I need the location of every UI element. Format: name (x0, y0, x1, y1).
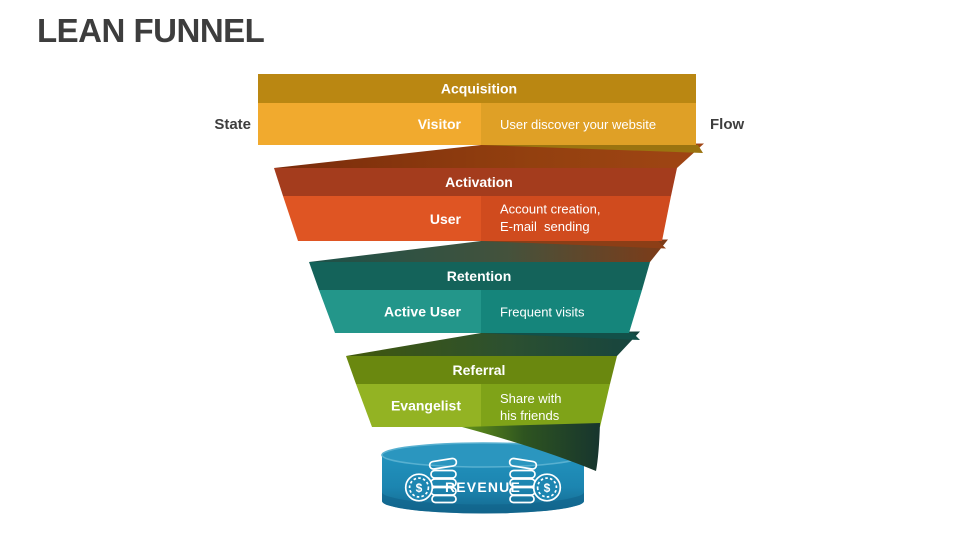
slide-title: LEAN FUNNEL (37, 12, 265, 49)
transition-wedge-1-underside (481, 145, 703, 153)
funnel-stage-retention: Retention Active User Frequent visits (309, 262, 650, 333)
stage-flow-text-line1: Share with (500, 391, 561, 406)
funnel-stage-referral: Referral Evangelist Share with his frien… (346, 356, 617, 427)
stage-flow-text-line2: his friends (500, 408, 560, 423)
flow-axis-label: Flow (710, 116, 744, 133)
stage-flow-text: Frequent visits (500, 305, 585, 320)
stage-state-cell (283, 196, 481, 241)
stage-header-band (258, 74, 696, 103)
funnel-stage-activation: Activation User Account creation, E-mail… (274, 168, 677, 241)
stage-flow-text-line1: Account creation, (500, 202, 600, 217)
funnel-stage-acquisition: Acquisition Visitor User discover your w… (258, 74, 696, 145)
dollar-sign-right: $ (544, 481, 551, 495)
coins-icon-left (404, 457, 458, 504)
stage-state-cell (319, 290, 481, 333)
state-axis-label: State (214, 116, 251, 133)
stage-state-label: Evangelist (391, 398, 461, 414)
stage-header-label: Referral (453, 362, 506, 378)
transition-wedge-3-underside (481, 333, 640, 340)
transition-wedge-2-underside (481, 241, 666, 249)
stage-state-label: User (430, 211, 462, 227)
stage-flow-cell (481, 384, 610, 427)
stage-header-band (309, 262, 650, 290)
stage-flow-cell (481, 290, 642, 333)
stage-header-band (346, 356, 617, 384)
stage-header-label: Activation (445, 174, 513, 190)
stage-state-label: Visitor (418, 116, 462, 132)
revenue-label: REVENUE (445, 479, 521, 495)
transition-wedge-2 (309, 239, 668, 262)
stage-flow-cell (481, 196, 671, 241)
funnel-result-revenue: $ $ REVENUE (381, 423, 600, 514)
stage-header-band (274, 168, 677, 196)
stage-header-label: Acquisition (441, 81, 517, 97)
dollar-sign-left: $ (416, 481, 423, 495)
transition-ribbon-4 (462, 423, 600, 471)
transition-wedge-3 (346, 331, 640, 356)
stage-state-cell (356, 384, 481, 427)
stage-state-cell (258, 103, 481, 145)
stage-flow-text: User discover your website (500, 117, 656, 132)
transition-wedge-1 (274, 143, 704, 168)
stage-flow-cell (481, 103, 696, 145)
stage-state-label: Active User (384, 304, 462, 320)
stage-flow-text-line2: E-mail sending (500, 219, 590, 234)
stage-header-label: Retention (447, 268, 512, 284)
cylinder-bottom-shade (382, 492, 584, 514)
